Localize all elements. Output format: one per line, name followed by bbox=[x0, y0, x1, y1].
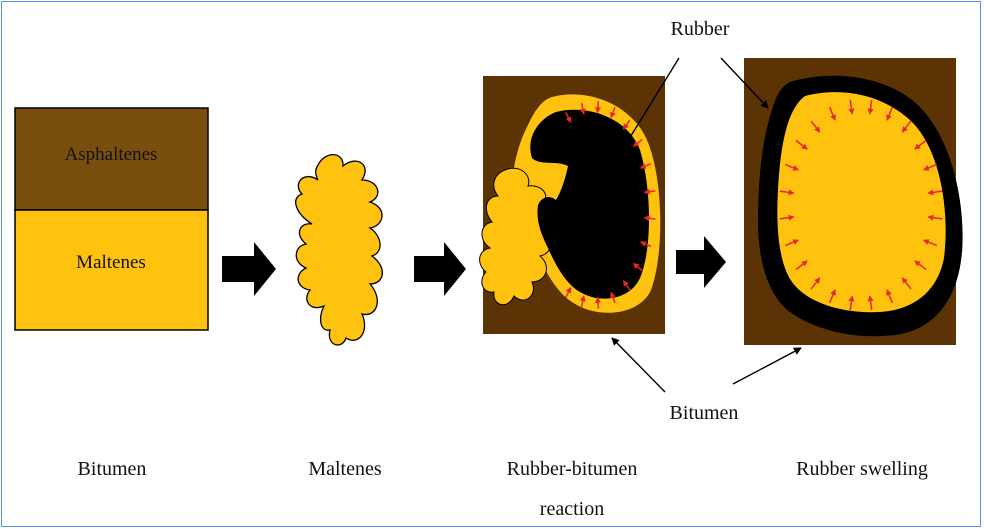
maltenes-layer-label: Maltenes bbox=[76, 252, 146, 273]
swelling-panel bbox=[744, 58, 963, 345]
caption-reaction-line1: Rubber-bitumen bbox=[507, 458, 638, 480]
bitumen-callout-label: Bitumen bbox=[670, 402, 739, 424]
rubber-callout-label: Rubber bbox=[671, 18, 730, 40]
diffusion-arrow-icon bbox=[598, 298, 599, 309]
process-arrow-icon bbox=[676, 236, 726, 288]
reaction-panel bbox=[480, 76, 665, 334]
process-arrow-icon bbox=[222, 242, 276, 296]
bitumen-callout-line bbox=[733, 348, 801, 384]
caption-reaction-line2: reaction bbox=[540, 498, 604, 520]
diffusion-arrow-icon bbox=[598, 101, 599, 112]
caption-bitumen: Bitumen bbox=[78, 458, 147, 480]
caption-rubber-swelling: Rubber swelling bbox=[796, 458, 928, 480]
bitumen-callout-line bbox=[612, 338, 665, 392]
bitumen-block: Asphaltenes Maltenes bbox=[15, 108, 208, 330]
maltenes-blob bbox=[296, 155, 383, 345]
caption-maltenes: Maltenes bbox=[308, 458, 382, 480]
process-arrow-icon bbox=[414, 242, 466, 296]
asphaltenes-label: Asphaltenes bbox=[65, 144, 158, 165]
